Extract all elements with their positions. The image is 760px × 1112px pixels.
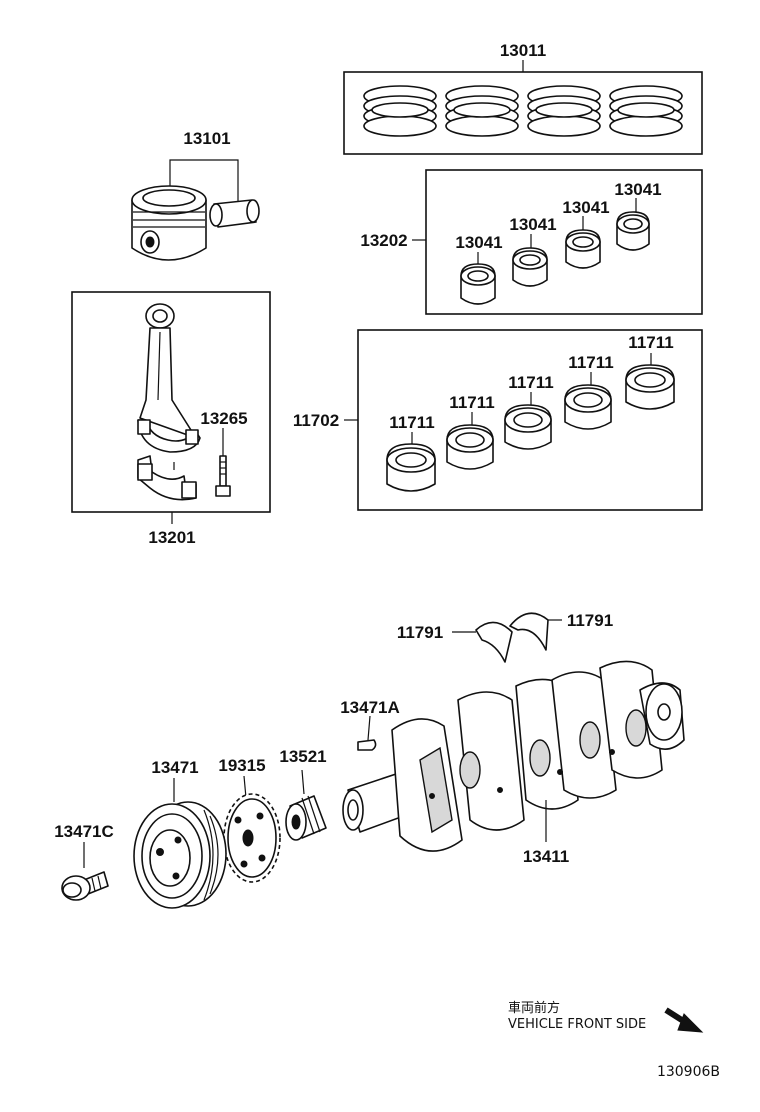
piston-ring-set-4 — [609, 85, 683, 137]
label-thrust-washer-right: 11791 — [567, 611, 613, 630]
label-thrust-washer-left: 11791 — [397, 623, 443, 642]
piston-rings-group: 13011 — [343, 41, 703, 155]
label-rod-bearing-1: 13041 — [455, 233, 502, 252]
label-main-bearing-2: 11711 — [449, 393, 494, 412]
label-rod-bearing-set: 13202 — [360, 231, 407, 250]
rod-bearing-3 — [565, 216, 601, 269]
crank-key: 13471A — [340, 698, 400, 751]
piston-group: 13101 — [131, 129, 260, 261]
main-bearing-1 — [386, 432, 436, 492]
label-main-bearing-1: 11711 — [389, 413, 434, 432]
figure-id: 130906B — [657, 1064, 720, 1080]
piston-ring-set-3 — [527, 85, 601, 137]
rod-bearing-4 — [616, 198, 650, 251]
connecting-rod-box — [71, 291, 271, 513]
main-bearing-3 — [504, 392, 552, 450]
rod-bolt — [215, 428, 231, 497]
rod-bearing-group: 13202 13041 13041 13041 13041 — [360, 169, 703, 315]
main-bearing-5 — [625, 353, 675, 410]
rod-bearing-box — [425, 169, 703, 315]
label-rod-bearing-4: 13041 — [614, 180, 661, 199]
timing-gear: 13521 — [279, 747, 327, 841]
pulley-bolt: 13471C — [54, 822, 114, 901]
connecting-rod — [137, 303, 201, 453]
piston-ring-set-1 — [363, 85, 437, 137]
crankshaft: 13411 — [342, 660, 685, 866]
label-crank-key: 13471A — [340, 698, 400, 717]
sprocket: 19315 — [218, 756, 281, 883]
thrust-washer-right — [509, 612, 562, 651]
label-sprocket: 19315 — [218, 756, 265, 775]
label-piston-rings: 13011 — [500, 41, 546, 60]
front-arrow-icon — [664, 1007, 704, 1033]
label-main-bearing-4: 11711 — [568, 353, 613, 372]
label-piston: 13101 — [183, 129, 230, 148]
label-pulley: 13471 — [151, 758, 198, 777]
label-main-bearing-5: 11711 — [628, 333, 673, 352]
piston-pin — [209, 199, 260, 228]
thrust-washer-left — [452, 621, 513, 663]
connecting-rod-group: 13201 13265 — [71, 291, 271, 547]
label-main-bearing-set: 11702 — [293, 411, 339, 430]
vehicle-front-note: 車両前方 VEHICLE FRONT SIDE — [508, 1000, 704, 1033]
rod-bearing-1 — [460, 252, 496, 305]
label-pulley-bolt: 13471C — [54, 822, 114, 841]
connecting-rod-cap — [137, 455, 197, 501]
label-rod-bearing-3: 13041 — [562, 198, 609, 217]
label-main-bearing-3: 11711 — [508, 373, 553, 392]
label-rod-bearing-2: 13041 — [509, 215, 556, 234]
direction-note-en: VEHICLE FRONT SIDE — [508, 1017, 646, 1032]
label-crankshaft: 13411 — [523, 847, 569, 866]
rod-bearing-2 — [512, 234, 548, 287]
direction-note-jp: 車両前方 — [508, 1000, 560, 1016]
crank-pulley: 13471 — [133, 758, 227, 909]
piston — [131, 185, 207, 261]
label-connecting-rod: 13201 — [148, 528, 195, 547]
main-bearing-2 — [446, 412, 494, 470]
thrust-washer-group: 11791 11791 — [397, 611, 613, 663]
label-timing-gear: 13521 — [279, 747, 326, 766]
label-rod-bolt: 13265 — [200, 409, 247, 428]
main-bearing-group: 11702 — [293, 329, 703, 511]
main-bearing-4 — [564, 372, 612, 430]
piston-ring-set-2 — [445, 85, 519, 137]
